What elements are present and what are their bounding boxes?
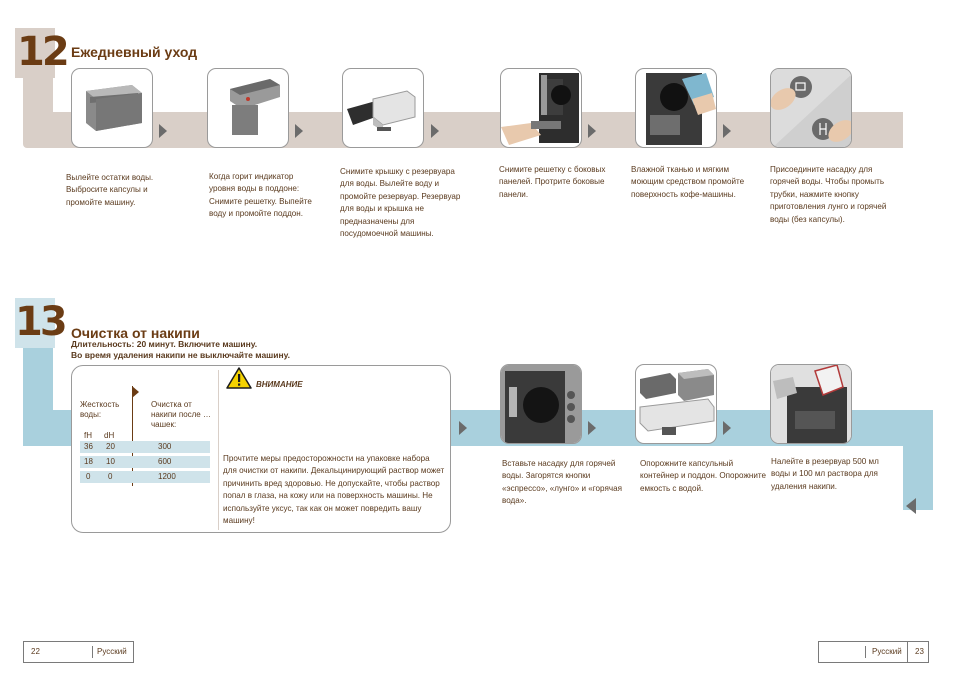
footer-divider <box>92 646 93 658</box>
table-row: 18 10 600 <box>80 456 210 468</box>
warning-label: ВНИМАНИЕ <box>256 380 303 389</box>
photo-capsule-container <box>71 68 153 148</box>
table-col-divider-tip <box>132 386 139 398</box>
page-number-right: 23 <box>915 647 924 656</box>
section13-return-arrow <box>906 498 916 514</box>
language-label-left: Русский <box>97 647 127 656</box>
footer-left: 22 Русский <box>23 641 134 663</box>
step-arrow <box>588 124 596 138</box>
table-col-divider <box>132 386 133 486</box>
table-cell-dh: 10 <box>106 457 115 466</box>
photo-hot-water-nozzle <box>500 364 582 444</box>
step-arrow <box>431 124 439 138</box>
footer-divider <box>865 646 866 658</box>
table-cell-cups: 600 <box>158 457 172 466</box>
footer-divider <box>907 642 908 662</box>
section12-step-3-text: Снимите крышку с резервуара для воды. Вы… <box>340 167 461 239</box>
section12-step-6-text: Присоедините насадку для горячей воды. Ч… <box>770 165 887 224</box>
section12-number: 12 <box>17 29 70 75</box>
section13-title: Очистка от накипи <box>71 325 200 341</box>
section13-step-1-text: Вставьте насадку для горячей воды. Загор… <box>502 459 622 506</box>
table-cell-dh: 20 <box>106 442 115 451</box>
section12-title: Ежедневный уход <box>71 44 198 60</box>
table-cell-dh: 0 <box>108 472 113 481</box>
table-header-cups: Очистка от накипи после … чашек: <box>151 400 211 429</box>
section12-step-4-text: Снимите решетку с боковых панелей. Протр… <box>499 165 606 199</box>
section12-step-5-text: Влажной тканью и мягким моющим средством… <box>631 165 745 199</box>
photo-side-panels <box>500 68 582 148</box>
panel-divider <box>218 370 219 530</box>
step-arrow <box>723 124 731 138</box>
step-arrow <box>588 421 596 435</box>
page-number-left: 22 <box>31 647 40 656</box>
table-cell-fh: 18 <box>84 457 93 466</box>
section12-step-2-text: Когда горит индикатор уровня воды в подд… <box>209 172 312 219</box>
table-row: 0 0 1200 <box>80 471 210 483</box>
language-label-right: Русский <box>872 647 902 656</box>
photo-hot-water-buttons <box>770 68 852 148</box>
warning-text: Прочтите меры предосторожности на упаков… <box>223 454 445 526</box>
table-header-hardness: Жесткость воды: <box>80 400 120 419</box>
photo-cleaning-cloth <box>635 68 717 148</box>
section13-step-3-text: Налейте в резервуар 500 мл воды и 100 мл… <box>771 457 879 491</box>
photo-water-tank <box>342 68 424 148</box>
table-unit-dh: dH <box>104 431 115 440</box>
table-cell-cups: 300 <box>158 442 172 451</box>
warning-triangle-icon <box>226 367 252 394</box>
photo-empty-containers <box>635 364 717 444</box>
section12-band-end <box>870 112 882 148</box>
photo-drip-tray <box>207 68 289 148</box>
section13-no-power-off: Во время удаления накипи не выключайте м… <box>71 350 290 360</box>
table-cell-fh: 0 <box>86 472 91 481</box>
section13-band-tail <box>916 492 933 510</box>
section13-step-2-text: Опорожните капсульный контейнер и поддон… <box>640 459 766 493</box>
step-arrow <box>295 124 303 138</box>
section12-step-1-text: Вылейте остатки воды. Выбросите капсулы … <box>66 173 154 207</box>
section12-number-block <box>15 28 55 78</box>
section12-band <box>23 112 903 148</box>
step-arrow <box>159 124 167 138</box>
footer-right: Русский 23 <box>818 641 929 663</box>
section13-number: 13 <box>15 299 68 345</box>
step-arrow <box>723 421 731 435</box>
section13-number-block <box>15 298 55 348</box>
table-unit-fh: fH <box>84 431 92 440</box>
section13-duration: Длительность: 20 минут. Включите машину. <box>71 339 258 349</box>
photo-descaling-solution <box>770 364 852 444</box>
step-arrow <box>459 421 467 435</box>
table-row: 36 20 300 <box>80 441 210 453</box>
table-cell-fh: 36 <box>84 442 93 451</box>
table-cell-cups: 1200 <box>158 472 176 481</box>
